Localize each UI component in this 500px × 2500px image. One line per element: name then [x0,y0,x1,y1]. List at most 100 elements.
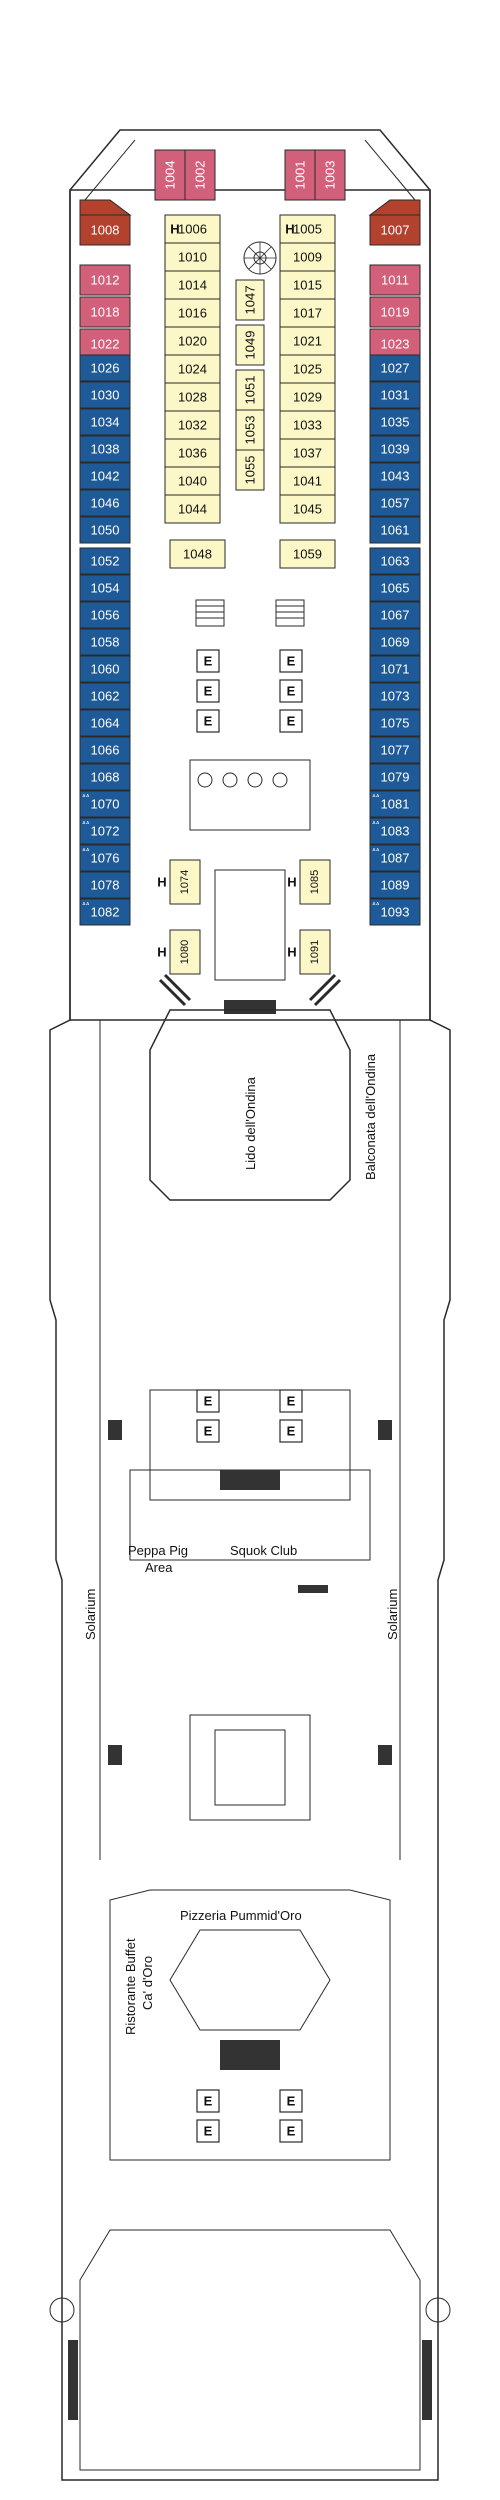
cabin-1010[interactable]: 1010 [164,242,221,272]
cabin-1056[interactable]: 1056 [79,601,131,629]
cabin-1071[interactable]: 1071 [369,655,421,683]
cabin-1042[interactable]: 1042 [79,462,131,490]
cabin-1066[interactable]: 1066 [79,736,131,764]
cabin-label: 1062 [91,689,120,704]
cabin-1043[interactable]: 1043 [369,462,421,490]
cabin-1075[interactable]: 1075 [369,709,421,737]
cabin-label: 1001 [293,161,308,190]
cabin-1041[interactable]: 1041 [279,466,336,496]
cabin-1035[interactable]: 1035 [369,408,421,436]
cabin-1052[interactable]: 1052 [79,547,131,575]
cabin-1024[interactable]: 1024 [164,354,221,384]
cabin-1021[interactable]: 1021 [279,326,336,356]
cabin-1063[interactable]: 1063 [369,547,421,575]
cabin-1039[interactable]: 1039 [369,435,421,463]
cabin-1057[interactable]: 1057 [369,489,421,517]
cabin-1014[interactable]: 1014 [164,270,221,300]
cabin-1079[interactable]: 1079 [369,763,421,791]
cabin-1046[interactable]: 1046 [79,489,131,517]
cabin-1012[interactable]: 1012 [79,264,131,296]
cabin-1003[interactable]: 1003 [314,149,346,201]
elevator-icon: E [204,2094,213,2109]
cabin-label: 1036 [178,446,207,461]
cabin-1065[interactable]: 1065 [369,574,421,602]
cabin-1051[interactable]: 1051 [235,369,265,411]
cabin-1058[interactable]: 1058 [79,628,131,656]
cabin-1030[interactable]: 1030 [79,381,131,409]
cabin-1025[interactable]: 1025 [279,354,336,384]
cabin-1008[interactable]: 1008 [79,214,131,246]
cabin-1001[interactable]: 1001 [284,149,316,201]
elevator-icon: E [204,684,213,699]
cabin-1019[interactable]: 1019 [369,296,421,328]
cabin-1031[interactable]: 1031 [369,381,421,409]
cabin-1060[interactable]: 1060 [79,655,131,683]
cabin-1048[interactable]: 1048 [169,539,226,569]
cabin-1009[interactable]: 1009 [279,242,336,272]
cabin-1011[interactable]: 1011 [369,264,421,296]
cabin-1029[interactable]: 1029 [279,382,336,412]
cabin-1059[interactable]: 1059 [279,539,336,569]
cabin-1033[interactable]: 1033 [279,410,336,440]
cabin-1067[interactable]: 1067 [369,601,421,629]
cabin-1069[interactable]: 1069 [369,628,421,656]
cabin-1007[interactable]: 1007 [369,214,421,246]
cabin-1061[interactable]: 1061 [369,516,421,544]
cabin-1044[interactable]: 1044 [164,494,221,524]
cabin-1038[interactable]: 1038 [79,435,131,463]
cabin-1064[interactable]: 1064 [79,709,131,737]
cabin-1054[interactable]: 1054 [79,574,131,602]
cabin-label: 1015 [293,278,322,293]
cabin-1002[interactable]: 1002 [184,149,216,201]
cabin-1049[interactable]: 1049 [235,324,265,366]
cabin-1026[interactable]: 1026 [79,354,131,382]
cabin-1023[interactable]: 1023 [369,328,421,360]
cabin-1055[interactable]: 1055 [235,449,265,491]
cabin-label: 1026 [91,361,120,376]
cabin-1040[interactable]: 1040 [164,466,221,496]
cabin-1073[interactable]: 1073 [369,682,421,710]
table-icon [197,772,213,788]
cabin-1037[interactable]: 1037 [279,438,336,468]
cabin-1027[interactable]: 1027 [369,354,421,382]
cabin-1020[interactable]: 1020 [164,326,221,356]
cabin-label: 1050 [91,523,120,538]
elevator: E [279,1389,303,1413]
cabin-1068[interactable]: 1068 [79,763,131,791]
cabin-1078[interactable]: 1078 [79,871,131,899]
cabin-1047[interactable]: 1047 [235,279,265,321]
cabin-1062[interactable]: 1062 [79,682,131,710]
cabin-1050[interactable]: 1050 [79,516,131,544]
cabin-1004[interactable]: 1004 [154,149,186,201]
cabin-1028[interactable]: 1028 [164,382,221,412]
cabin-1017[interactable]: 1017 [279,298,336,328]
midship-structure [149,1389,351,1501]
cabin-1015[interactable]: 1015 [279,270,336,300]
cabin-1036[interactable]: 1036 [164,438,221,468]
cabin-1077[interactable]: 1077 [369,736,421,764]
cabin-label: 1018 [91,305,120,320]
elevator-icon: E [204,714,213,729]
cabin-1018[interactable]: 1018 [79,296,131,328]
bow-inner-line [84,139,416,201]
cabin-1016[interactable]: 1016 [164,298,221,328]
cabin-1053[interactable]: 1053 [235,409,265,451]
cabin-1034[interactable]: 1034 [79,408,131,436]
cabin-1032[interactable]: 1032 [164,410,221,440]
cabin-1089[interactable]: 1089 [369,871,421,899]
cabin-1045[interactable]: 1045 [279,494,336,524]
